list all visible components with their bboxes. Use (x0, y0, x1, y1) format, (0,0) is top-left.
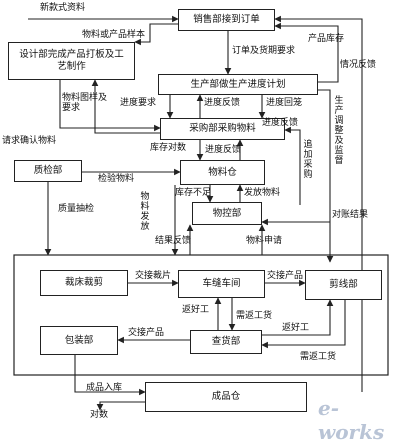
label-rework2: 返好工 (282, 323, 310, 333)
label-order-delivery: 订单及货期要求 (232, 46, 296, 56)
node-sewing: 车缝车间 (178, 270, 265, 298)
label-progress-req: 进度要求 (120, 98, 157, 108)
label-confirm-material: 请求确认物料 (2, 136, 57, 146)
label-material-issue: 物料发放 (140, 192, 150, 232)
label-quality-sample: 质量抽检 (58, 204, 95, 214)
label-issue-material: 发放物料 (244, 188, 281, 198)
edge-stock (274, 15, 363, 392)
label-need-rework2: 需返工货 (300, 352, 337, 362)
node-trimming: 剪线部 (305, 270, 382, 300)
node-design: 设计部完成产品打板及工艺制作 (8, 42, 135, 80)
edge-design-purchase (59, 80, 161, 132)
label-progress-fb3: 进度反馈 (205, 145, 242, 155)
edge-add-purchase (284, 126, 301, 205)
label-handover-cut: 交接裁片 (135, 271, 172, 281)
label-adjust: 生产调整及监督 (334, 96, 344, 166)
label-add-purchase: 追加采购 (303, 140, 313, 180)
edge-confirm (91, 79, 160, 134)
label-inspect-material: 检验物料 (98, 174, 135, 184)
node-control: 物控部 (192, 202, 262, 225)
workshop-container (13, 254, 389, 376)
label-need-rework1: 需返工货 (236, 311, 273, 321)
edge-count (96, 401, 145, 411)
edge-need-rework2 (261, 300, 346, 349)
flowchart (13, 15, 389, 411)
edge-sales-design (134, 23, 178, 46)
node-cutting: 裁床裁剪 (40, 270, 128, 296)
label-reconcile: 对账结果 (332, 210, 369, 220)
node-production: 生产部做生产进度计划 (158, 74, 318, 95)
node-warehouse: 物料仓 (180, 160, 265, 185)
label-finished-in: 成品入库 (86, 383, 123, 393)
label-result-fb: 结果反馈 (155, 236, 192, 246)
edge-adjust (318, 89, 334, 263)
label-handover-prod2: 交接产品 (128, 328, 165, 338)
label-stock-check: 库存对数 (150, 143, 187, 153)
label-progress-fb2: 进度反馈 (262, 118, 299, 128)
label-status-feedback: 情况反馈 (340, 60, 377, 70)
label-count: 对数 (90, 410, 109, 420)
node-quality: 质检部 (14, 160, 82, 182)
label-sample-goods: 物料或产品样本 (82, 30, 146, 40)
node-purchase: 采购部采购物料 (160, 118, 285, 140)
label-stock-short: 库存不足 (175, 188, 212, 198)
label-progress-fb1: 进度反馈 (204, 98, 241, 108)
edge-finished-in (74, 355, 146, 396)
label-stock: 产品库存 (308, 34, 345, 44)
edge-rework2 (262, 299, 334, 336)
label-material-request: 物料申请 (246, 236, 283, 246)
node-sales: 销售部接到订单 (178, 9, 275, 31)
edge-status-feedback (274, 22, 339, 83)
node-packing: 包装部 (40, 326, 118, 355)
label-handover-prod1: 交接产品 (267, 271, 304, 281)
node-finished: 成品仓 (145, 382, 307, 412)
node-inspection: 查货部 (190, 330, 262, 354)
label-rework1: 返好工 (182, 305, 210, 315)
label-progress-return: 进度回笼 (266, 98, 303, 108)
label-new-sample: 新款式资料 (40, 3, 86, 13)
watermark-logo: e-works (318, 396, 385, 444)
label-material-sample: 物料图样及要求 (62, 93, 108, 113)
